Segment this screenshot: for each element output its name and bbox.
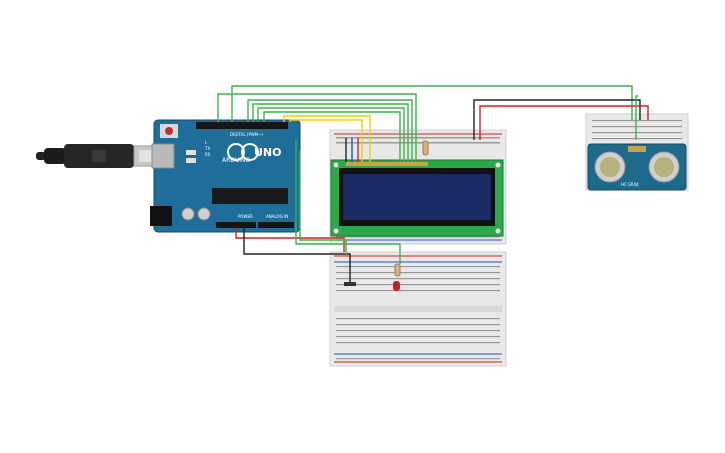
wires (217, 85, 649, 282)
lcd-16x2[interactable] (330, 159, 504, 237)
arduino-uno-board[interactable]: ARDUINO UNO DIGITAL (PWM~) POWER ANALOG … (150, 119, 301, 233)
resistor-led[interactable] (394, 263, 401, 277)
tx-label: TX (204, 146, 210, 151)
rx-label: RX (205, 152, 211, 157)
resistor-lcd-backlight[interactable] (422, 140, 429, 156)
arduino-model-label: UNO (254, 146, 282, 159)
lcd-pin-header[interactable] (346, 162, 428, 166)
lcd-screen (343, 174, 491, 220)
digital-header[interactable] (196, 122, 288, 129)
breadboard-bottom[interactable] (329, 251, 507, 367)
digital-label: DIGITAL (PWM~) (230, 132, 264, 137)
usb-cable[interactable] (36, 144, 165, 168)
power-label: POWER (238, 214, 253, 219)
analog-header[interactable] (258, 222, 294, 228)
l-label: L (205, 140, 208, 145)
arduino-brand-label: ARDUINO (222, 157, 251, 164)
red-led[interactable] (393, 281, 400, 291)
ultrasonic-sensor[interactable]: HC-SR04 (587, 143, 687, 191)
analog-label: ANALOG IN (266, 214, 288, 219)
sensor-part-label: HC-SR04 (621, 182, 639, 187)
contrast-resistor[interactable] (344, 282, 356, 286)
breadboard-bottom-holes (336, 266, 500, 360)
atmega-chip (212, 188, 288, 204)
power-header[interactable] (216, 222, 256, 228)
